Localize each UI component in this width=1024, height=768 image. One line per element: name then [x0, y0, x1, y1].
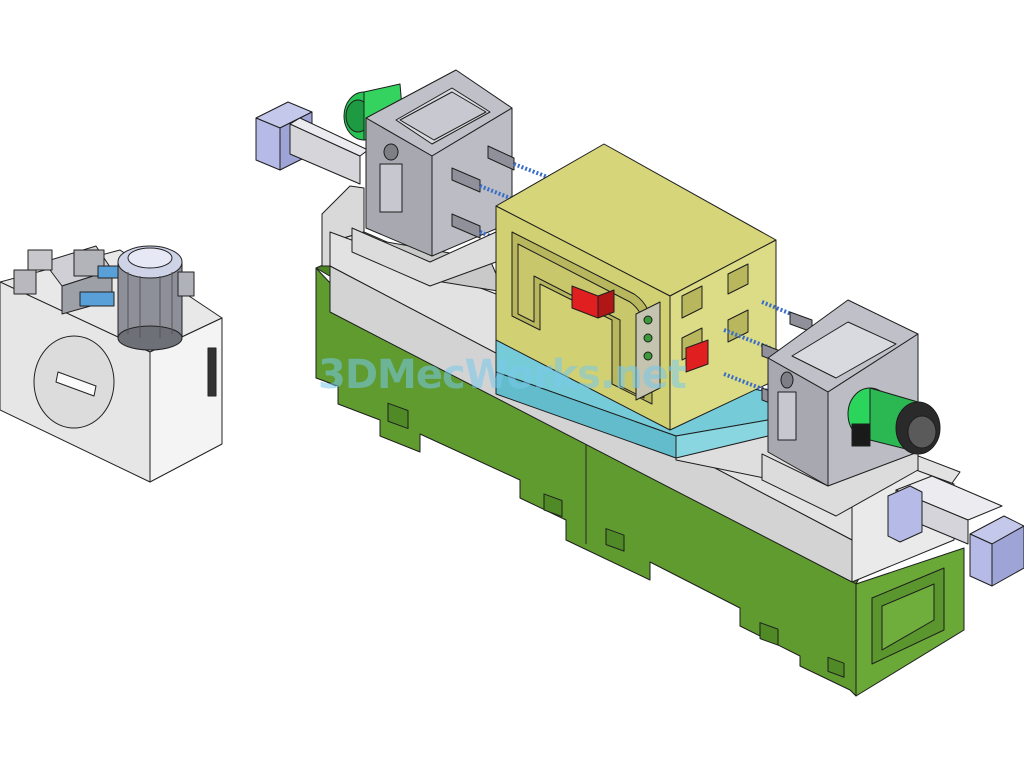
button-icon: [643, 315, 653, 325]
level-gauge-icon: [207, 347, 217, 397]
hydraulic-unit: [0, 245, 223, 483]
button-icon: [643, 351, 653, 361]
red-junction-box-icon: [685, 339, 709, 373]
hydraulic-cylinder-right: [887, 475, 1024, 587]
dial-icon: [383, 143, 399, 161]
button-icon: [643, 333, 653, 343]
safety-guard: [495, 143, 777, 431]
electric-motor-icon: [847, 387, 941, 455]
spindle-head-left: [343, 69, 551, 287]
spindle-head-right: [723, 299, 941, 517]
electric-motor-icon: [117, 245, 195, 351]
control-panel-icon: [635, 301, 661, 401]
hydraulic-cylinder-left: [255, 101, 369, 185]
bed-slot-icons: [387, 402, 845, 678]
